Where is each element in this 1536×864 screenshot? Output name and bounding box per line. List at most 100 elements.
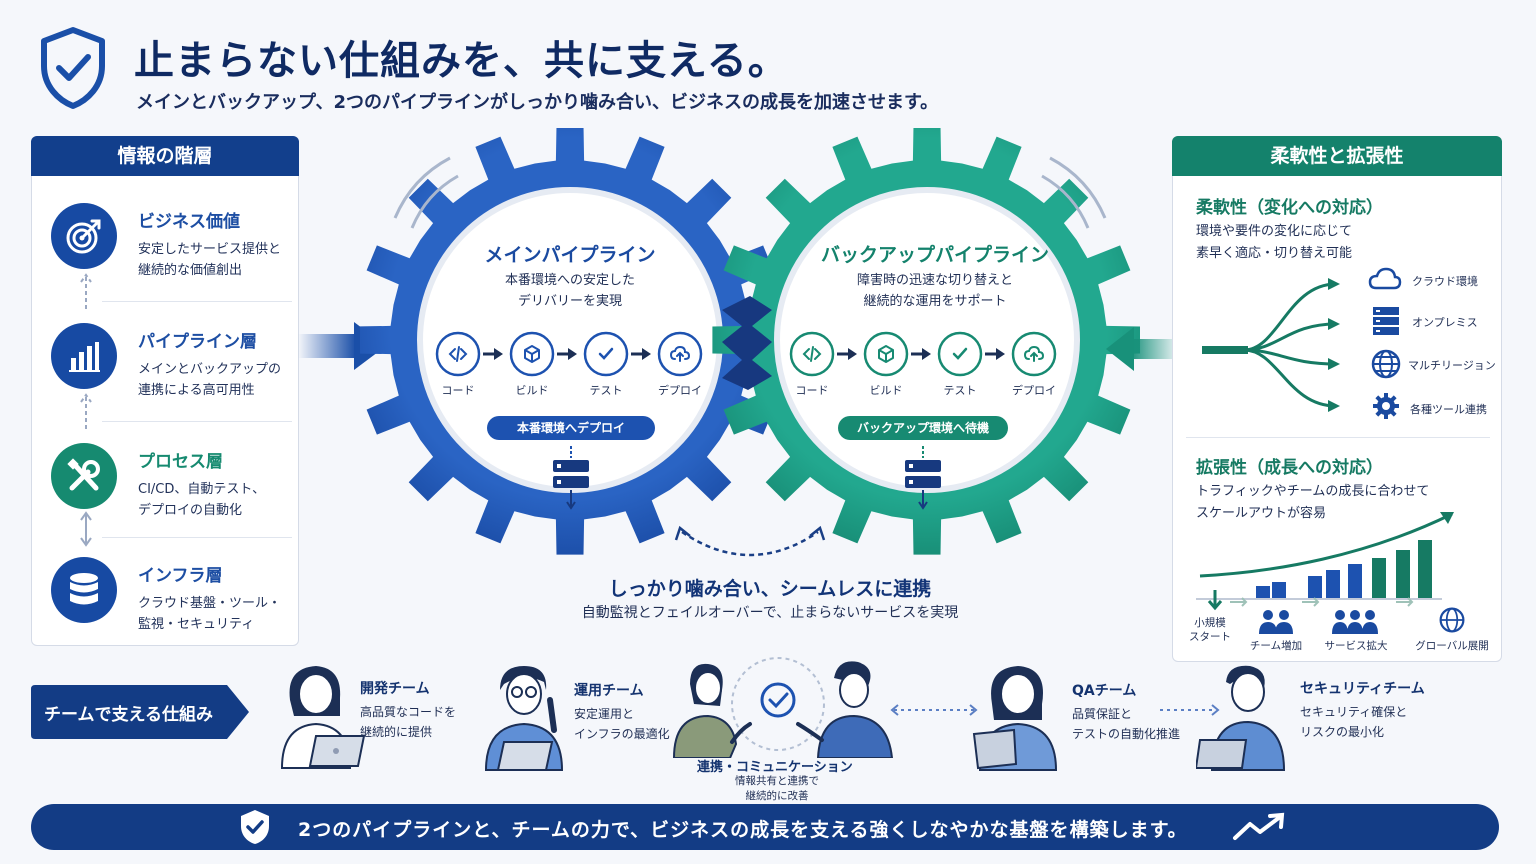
main-pipeline-steps: コード ビルド テスト デプロイ xyxy=(430,330,720,400)
panel-divider xyxy=(1186,437,1490,438)
team-desc: セキュリティ確保と リスクの最小化 xyxy=(1300,705,1408,739)
backup-gear-face xyxy=(774,187,1080,493)
option-label: 各種ツール連携 xyxy=(1410,403,1487,416)
cloud-icon xyxy=(1368,267,1402,290)
team-desc: 安定運用と インフラの最適化 xyxy=(574,707,670,741)
growth-bar xyxy=(1272,582,1286,598)
server-icon xyxy=(905,446,941,510)
growth-bar xyxy=(1418,540,1432,598)
target-icon xyxy=(51,203,117,269)
mesh-subtitle: 自動監視とフェイルオーバーで、止まらないサービスを実現 xyxy=(581,605,959,621)
team-large-icon xyxy=(1332,610,1378,634)
gear-interlock xyxy=(722,296,772,390)
cloud-upload-icon xyxy=(1011,331,1057,377)
tools-icon xyxy=(51,443,117,509)
bar-chart-icon xyxy=(51,323,117,389)
updown-arrow-icon xyxy=(80,511,92,547)
layer-title: パイプライン層 xyxy=(138,332,257,352)
layer-process: プロセス層 CI/CD、自動テスト、 デプロイの自動化 xyxy=(32,421,300,531)
dotted-link-arrow xyxy=(890,704,978,716)
scalability-desc: トラフィックやチームの成長に合わせて スケールアウトが容易 xyxy=(1196,484,1430,521)
stage-label: 小規模 スタート xyxy=(1189,617,1231,643)
backup-pipeline-title: バックアップパイプライン xyxy=(820,244,1049,266)
step-arrow-icon xyxy=(483,348,503,360)
check-icon xyxy=(937,331,983,377)
layer-desc: メインとバックアップの 連携による高可用性 xyxy=(138,362,282,398)
code-icon xyxy=(789,331,835,377)
growth-bar xyxy=(1308,576,1322,598)
layer-desc: クラウド基盤・ツール・ 監視・セキュリティ xyxy=(138,596,282,632)
check-icon xyxy=(583,331,629,377)
stage-label: サービス拡大 xyxy=(1324,640,1388,652)
growth-bar xyxy=(1326,570,1340,598)
backup-pipeline-steps: コードビルドテストデプロイ xyxy=(784,330,1074,400)
team-role: 運用チーム xyxy=(574,683,644,699)
main-step-label: テスト xyxy=(589,384,623,397)
scalability-title: 拡張性（成長への対応） xyxy=(1196,458,1383,478)
layer-business-value: ビジネス価値 安定したサービス提供と 継続的な価値創出 xyxy=(32,181,300,291)
info-hierarchy-title: 情報の階層 xyxy=(31,136,299,176)
cloud-upload-icon xyxy=(657,331,703,377)
team-icon xyxy=(1259,610,1293,634)
layer-infra: インフラ層 クラウド基盤・ツール・ 監視・セキュリティ xyxy=(32,535,300,645)
code-icon xyxy=(435,331,481,377)
server-rack-icon xyxy=(1373,307,1399,335)
globe-icon xyxy=(1371,349,1401,379)
single-user-icon xyxy=(1207,590,1223,611)
team-desc: 高品質なコードを 継続的に提供 xyxy=(360,705,457,739)
growth-bars xyxy=(1196,512,1454,600)
main-step-label: デプロイ xyxy=(658,384,702,397)
flex-scale-title: 柔軟性と拡張性 xyxy=(1172,136,1502,176)
team-role: 開発チーム xyxy=(360,681,430,697)
main-step-label: ビルド xyxy=(515,384,549,397)
team-role: セキュリティチーム xyxy=(1300,681,1425,697)
developer-person-icon xyxy=(280,666,366,769)
layer-desc: 安定したサービス提供と 継続的な価値創出 xyxy=(138,242,282,278)
layer-title: ビジネス価値 xyxy=(138,212,240,232)
team-banner-bg xyxy=(31,685,249,739)
collab-desc: 情報共有と連携で 継続的に改善 xyxy=(735,775,819,802)
step-arrow-icon xyxy=(985,348,1005,360)
mesh-title: しっかり噛み合い、シームレスに連携 xyxy=(608,578,932,600)
option-label: クラウド環境 xyxy=(1412,275,1478,288)
info-hierarchy-panel: ビジネス価値 安定したサービス提供と 継続的な価値創出 パイプライン層 メインと… xyxy=(31,136,299,646)
stage-arrows xyxy=(1230,597,1414,607)
step-arrow-icon xyxy=(631,348,651,360)
flexibility-desc: 環境や要件の変化に応じて 素早く適応・切り替え可能 xyxy=(1196,224,1353,261)
globe-icon xyxy=(1439,607,1465,633)
backup-step-label: コード xyxy=(795,384,829,397)
cube-icon xyxy=(509,331,555,377)
growth-bar xyxy=(1256,586,1270,598)
step-arrow-icon xyxy=(557,348,577,360)
layer-desc: CI/CD、自動テスト、 デプロイの自動化 xyxy=(138,482,266,518)
footer-text: 2つのパイプラインと、チームの力で、ビジネスの成長を支える強くしなやかな基盤を構… xyxy=(298,819,1188,841)
flow-arrow-left-icon xyxy=(1106,327,1180,371)
main-deploy-badge: 本番環境へデプロイ xyxy=(487,416,655,440)
team-desc: 品質保証と テストの自動化推進 xyxy=(1072,707,1181,741)
step-arrow-icon xyxy=(837,348,857,360)
security-person-icon xyxy=(1196,665,1286,771)
dotted-arrow-right xyxy=(1160,704,1220,716)
cube-icon xyxy=(863,331,909,377)
growth-bar xyxy=(1372,558,1386,598)
up-arrow-icon xyxy=(80,273,92,309)
qa-person-icon xyxy=(972,666,1058,771)
backup-pipeline-desc: 障害時の迅速な切り替えと 継続的な運用をサポート xyxy=(856,273,1013,309)
team-banner-text: チームで支える仕組み xyxy=(44,705,213,725)
layer-title: プロセス層 xyxy=(138,452,223,472)
backup-step-label: デプロイ xyxy=(1012,384,1056,397)
flexibility-title: 柔軟性（変化への対応） xyxy=(1196,198,1383,218)
trend-up-icon xyxy=(1233,812,1285,840)
collaboration-illustration xyxy=(672,657,894,758)
option-label: マルチリージョン xyxy=(1408,359,1496,372)
step-arrow-icon xyxy=(911,348,931,360)
backup-standby-badge: バックアップ環境へ待機 xyxy=(838,416,1008,440)
growth-bar xyxy=(1396,550,1410,598)
main-step-label: コード xyxy=(441,384,475,397)
collab-title: 連携・コミュニケーション xyxy=(697,760,853,775)
option-label: オンプレミス xyxy=(1412,316,1478,329)
branching-arrows-icon xyxy=(1202,278,1340,412)
stage-label: グローバル展開 xyxy=(1415,640,1489,652)
shield-check-icon xyxy=(241,810,269,844)
shield-check-icon xyxy=(41,27,105,109)
